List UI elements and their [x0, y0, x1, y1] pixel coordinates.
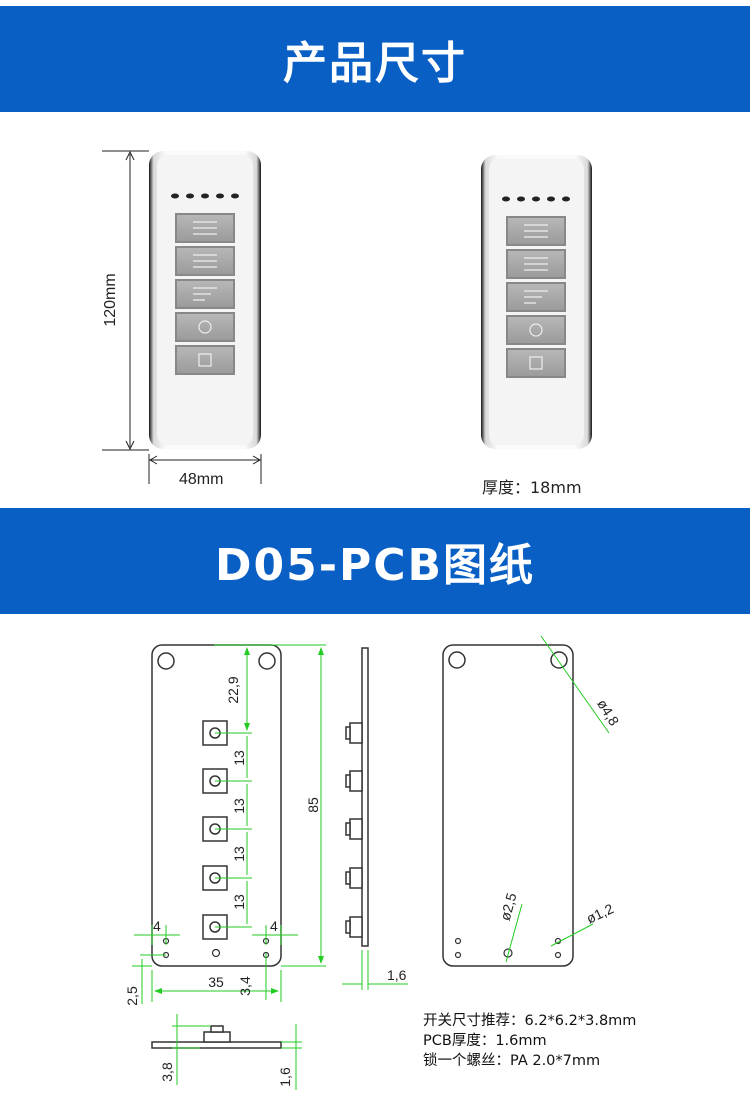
product-back-view [481, 155, 592, 449]
product-thickness-label: 厚度：18mm [482, 478, 582, 497]
dim-length: 85 [305, 797, 321, 813]
dim-small-hole: ø1,2 [584, 900, 616, 926]
dim-mid-hole: ø2,5 [497, 891, 520, 922]
section-title-pcb: D05-PCB图纸 [214, 540, 536, 591]
dim-pitch-2: 13 [231, 798, 247, 814]
product-width-label: 48mm [179, 471, 224, 488]
spec-notes: 开关尺寸推荐：6.2*6.2*3.8mm PCB厚度：1.6mm 锁一个螺丝：P… [423, 1011, 636, 1071]
dim-top-offset: 22,9 [225, 676, 241, 703]
note-pcb-thickness: PCB厚度：1.6mm [423, 1033, 547, 1049]
product-height-label: 120mm [102, 273, 119, 326]
section-banner-pcb: D05-PCB图纸 [0, 508, 750, 614]
pcb-front-drawing [132, 644, 326, 1004]
pcb-back-drawing [442, 635, 610, 967]
dim-left-edge: 4 [153, 918, 161, 934]
switch-detail-drawing [151, 1014, 302, 1090]
dim-board-thickness: 1,6 [277, 1067, 293, 1087]
section-title-size: 产品尺寸 [283, 38, 467, 89]
pcb-side-drawing [342, 647, 408, 990]
dim-bottom-margin: 2,5 [124, 986, 140, 1006]
dim-bottom-hole: 3,4 [237, 976, 253, 996]
dim-side-thickness: 1,6 [387, 967, 407, 983]
dim-switch-height: 3,8 [159, 1062, 175, 1082]
dim-right-edge: 4 [270, 918, 278, 934]
dim-big-hole: ø4,8 [594, 696, 623, 728]
note-screw: 锁一个螺丝：PA 2.0*7mm [423, 1053, 601, 1069]
dim-width: 35 [208, 974, 224, 990]
product-front-view [102, 150, 262, 484]
dim-pitch-1: 13 [231, 750, 247, 766]
section-banner-size: 产品尺寸 [0, 6, 750, 112]
dim-pitch-4: 13 [231, 894, 247, 910]
note-switch-size: 开关尺寸推荐：6.2*6.2*3.8mm [423, 1013, 637, 1029]
dim-pitch-3: 13 [231, 846, 247, 862]
